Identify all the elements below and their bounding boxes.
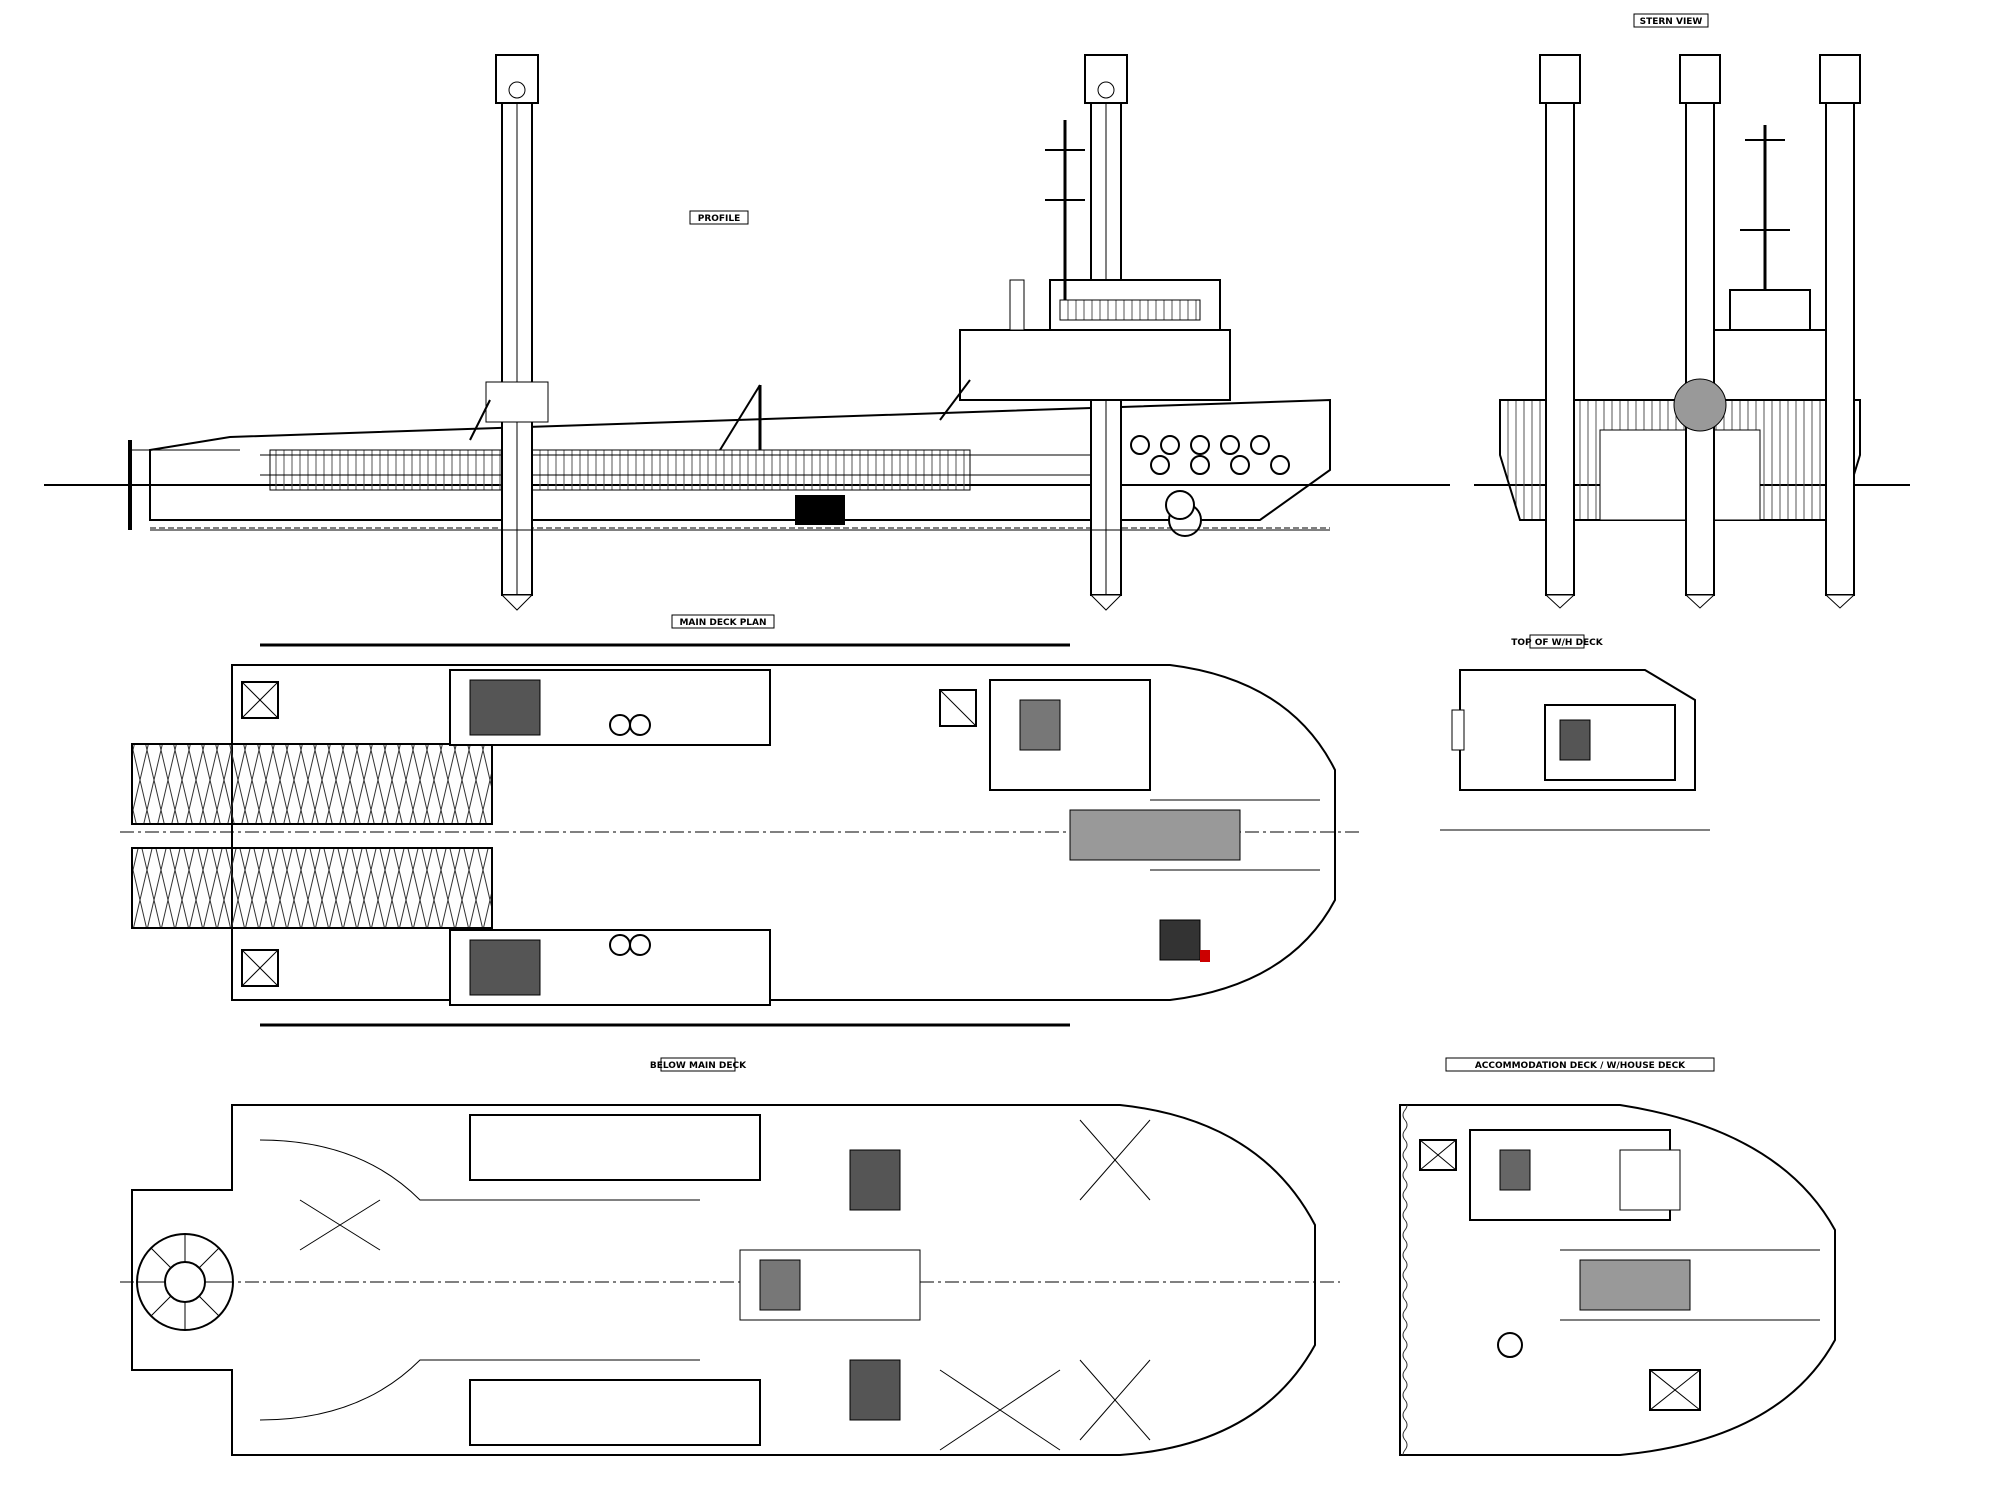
below-main-deck-plan: BELOW MAIN DECK: [120, 1057, 1340, 1456]
wheelhouse-label: TOP OF W/H DECK: [1511, 638, 1604, 648]
below-deck-label-box: [660, 1057, 736, 1072]
profile-label-box: [689, 210, 749, 225]
portholes: [1130, 435, 1290, 475]
wheelhouse-top-view: TOP OF W/H DECK: [1440, 634, 1710, 831]
stern-label-box: [1633, 13, 1709, 28]
accommodation-label: ACCOMMODATION DECK / W/HOUSE DECK: [1475, 1061, 1686, 1071]
accommodation-deck-plan: ACCOMMODATION DECK / W/HOUSE DECK: [1398, 1057, 1836, 1456]
profile-view: PROFILE: [44, 54, 1450, 611]
tank-crosses: [299, 1119, 1151, 1451]
aft-leg: [485, 54, 549, 611]
stern-legs: [1539, 54, 1861, 609]
profile-label: PROFILE: [698, 214, 741, 224]
stern-label: STERN VIEW: [1640, 17, 1703, 27]
accommodation-label-box: [1445, 1057, 1715, 1072]
main-deck-plan: MAIN DECK PLAN: [120, 614, 1360, 1027]
wheelhouse-label-box: [1529, 634, 1585, 649]
below-deck-label: BELOW MAIN DECK: [650, 1061, 747, 1071]
main-deck-label-box: [671, 614, 775, 629]
main-deck-label: MAIN DECK PLAN: [679, 618, 766, 628]
stern-view: STERN VIEW: [1474, 13, 1910, 609]
